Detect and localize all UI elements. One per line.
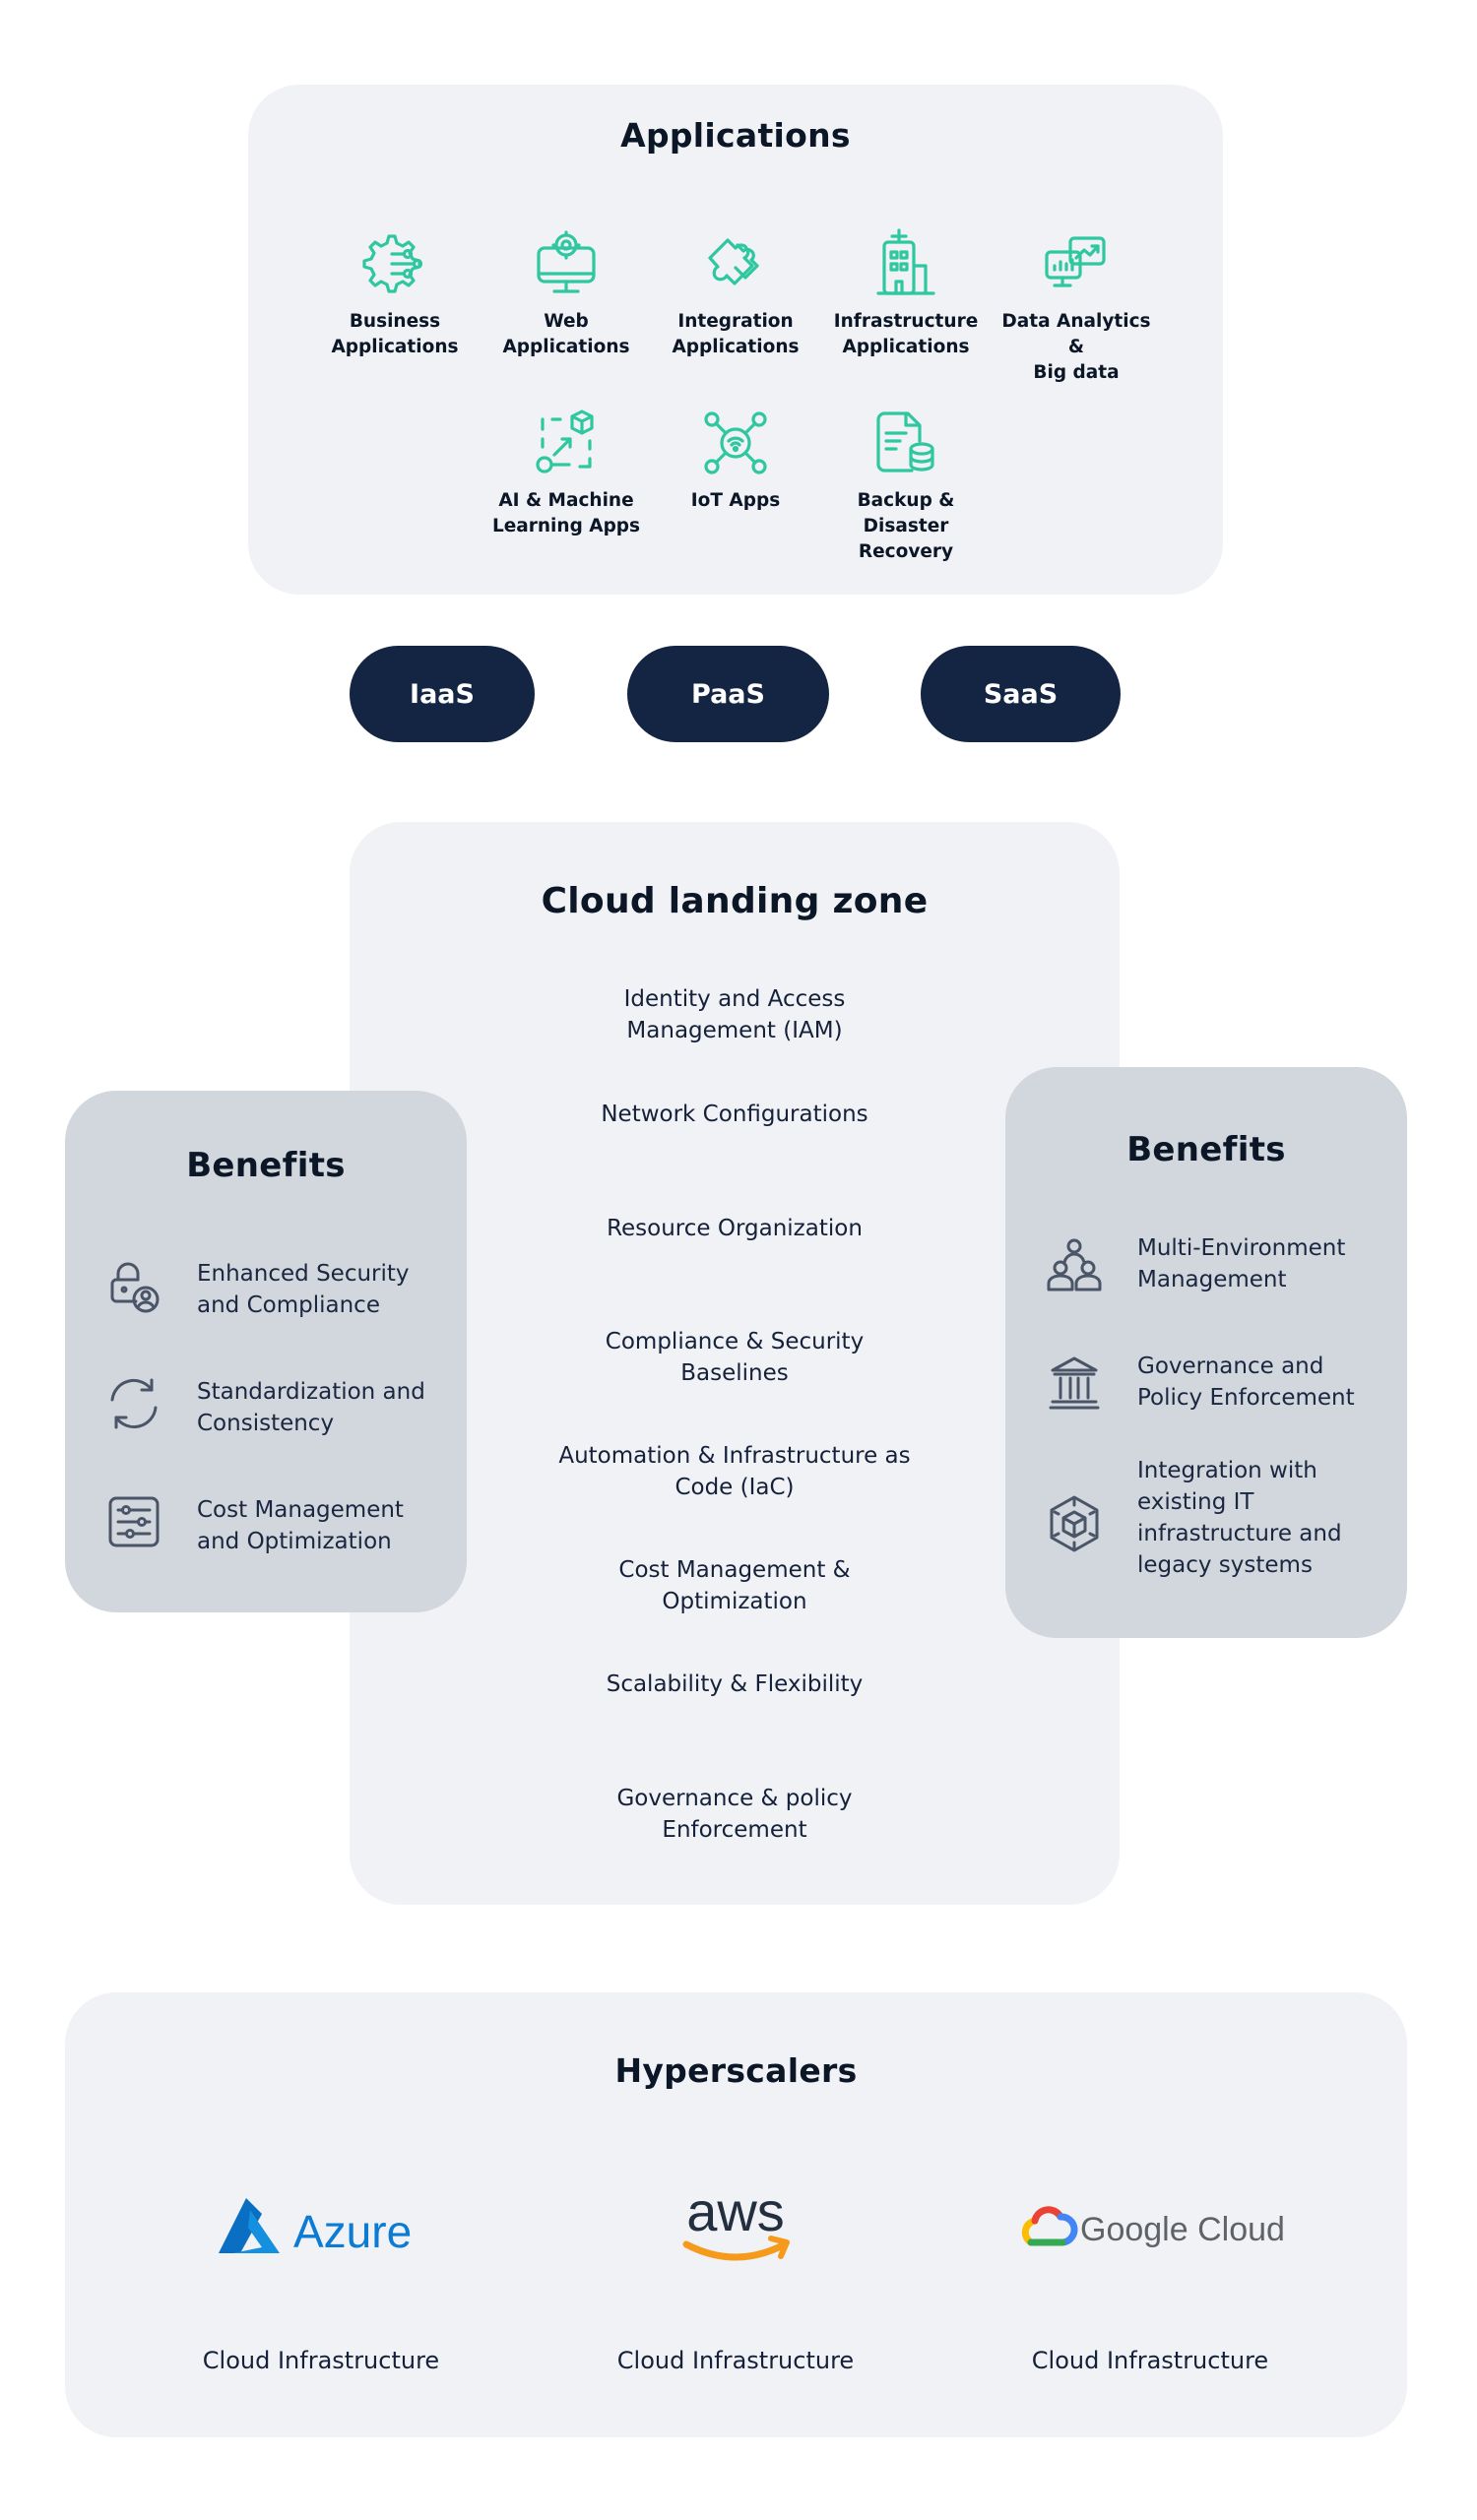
benefit-cost-management: Cost Management and Optimization [65, 1484, 467, 1583]
benefit-label: Integration with existing IT infrastruct… [1137, 1458, 1342, 1578]
azure-wordmark: Azure [293, 2206, 412, 2257]
aws-icon: aws [682, 2181, 790, 2261]
app-label: Web Applications [502, 311, 630, 357]
analytics-chart-icon [1045, 236, 1106, 287]
sliders-settings-icon [108, 1496, 160, 1547]
hexagon-cube-icon [1050, 1495, 1099, 1552]
benefit-standardization: Standardization and Consistency [65, 1366, 467, 1465]
zone-item-iam: Identity and Access Management (IAM) [623, 986, 846, 1043]
benefits-left-panel: Benefits Enhanced Security and Complianc… [65, 1091, 467, 1612]
google-cloud-logo: Google Cloud [953, 2181, 1347, 2276]
zone-item-governance: Governance & policy Enforcement [616, 1786, 853, 1843]
government-building-icon [1049, 1356, 1100, 1410]
google-cloud-icon: Google Cloud [1021, 2206, 1283, 2248]
aws-wordmark: aws [686, 2181, 785, 2242]
benefits-right-panel: Benefits Multi-Environment Management Go… [1005, 1067, 1407, 1638]
landing-zone-title: Cloud landing zone [541, 881, 929, 921]
provider-subtitle: Cloud Infrastructure [202, 2347, 440, 2374]
zone-item-compliance-security: Compliance & Security Baselines [605, 1329, 865, 1386]
benefit-label: Standardization and Consistency [197, 1379, 425, 1436]
document-database-icon [876, 411, 934, 472]
lock-user-icon [110, 1262, 160, 1313]
pill-paas: PaaS [627, 646, 829, 742]
app-integration-applications: Integration Applications [652, 228, 819, 360]
hyperscalers-panel: Hyperscalers Azure Cloud Infrastructure … [65, 1992, 1407, 2437]
benefit-label: Governance and Policy Enforcement [1137, 1354, 1355, 1411]
benefit-integration-legacy: Integration with existing IT infrastruct… [1005, 1455, 1407, 1578]
provider-subtitle: Cloud Infrastructure [616, 2347, 855, 2374]
google-cloud-wordmark: Google Cloud [1080, 2211, 1283, 2248]
benefit-multi-environment: Multi-Environment Management [1005, 1225, 1407, 1323]
app-web-applications: Web Applications [482, 228, 650, 360]
zone-item-network: Network Configurations [601, 1102, 868, 1127]
app-label: Data Analytics & Big data [1001, 311, 1151, 383]
benefit-label: Multi-Environment Management [1137, 1235, 1346, 1292]
cloud-landing-zone-panel: Cloud landing zone Identity and Access M… [350, 822, 1120, 1905]
building-icon [876, 228, 935, 295]
provider-google-cloud: Google Cloud Cloud Infrastructure [953, 2181, 1347, 2374]
app-label: Integration Applications [672, 311, 800, 357]
app-business-applications: Business Applications [311, 228, 479, 360]
benefit-label: Cost Management and Optimization [197, 1497, 404, 1554]
benefit-governance-policy: Governance and Policy Enforcement [1005, 1343, 1407, 1441]
benefits-left-title: Benefits [186, 1146, 346, 1185]
app-ai-machine-learning: AI & Machine Learning Apps [482, 408, 650, 539]
hyperscalers-title: Hyperscalers [614, 2051, 858, 2090]
app-label: IoT Apps [690, 490, 781, 511]
benefit-security-compliance: Enhanced Security and Compliance [65, 1248, 467, 1347]
app-data-analytics-big-data: Data Analytics & Big data [993, 228, 1160, 386]
pill-saas: SaaS [921, 646, 1121, 742]
aws-logo: aws [539, 2181, 932, 2276]
gear-network-icon [362, 234, 423, 293]
provider-aws: aws Cloud Infrastructure [539, 2181, 932, 2374]
zone-item-scalability: Scalability & Flexibility [606, 1671, 864, 1697]
benefits-right-title: Benefits [1126, 1130, 1286, 1169]
azure-icon: Azure [219, 2198, 412, 2257]
refresh-cycle-icon [110, 1378, 158, 1429]
provider-subtitle: Cloud Infrastructure [1031, 2347, 1269, 2374]
azure-logo: Azure [124, 2181, 518, 2276]
applications-panel: Applications Business Applications Web A… [248, 85, 1223, 595]
zone-item-resource-organization: Resource Organization [607, 1216, 863, 1241]
app-label: AI & Machine Learning Apps [491, 490, 641, 536]
monitor-gear-icon [537, 230, 596, 293]
puzzle-icon [708, 238, 759, 285]
app-label: Business Applications [331, 311, 459, 357]
people-group-icon [1047, 1238, 1102, 1292]
pill-iaas: IaaS [350, 646, 535, 742]
iot-hub-icon [704, 411, 767, 474]
app-infrastructure-applications: Infrastructure Applications [822, 228, 990, 360]
applications-title: Applications [620, 116, 851, 155]
zone-item-cost-management: Cost Management & Optimization [618, 1557, 851, 1614]
zone-item-automation-iac: Automation & Infrastructure as Code (IaC… [558, 1443, 911, 1500]
app-label: Infrastructure Applications [833, 311, 979, 357]
app-iot-apps: IoT Apps [652, 408, 819, 514]
benefit-label: Enhanced Security and Compliance [197, 1261, 410, 1318]
app-label: Backup & Disaster Recovery [857, 490, 955, 562]
app-backup-disaster-recovery: Backup & Disaster Recovery [822, 408, 990, 565]
ai-cube-icon [536, 410, 594, 473]
provider-azure: Azure Cloud Infrastructure [124, 2181, 518, 2374]
